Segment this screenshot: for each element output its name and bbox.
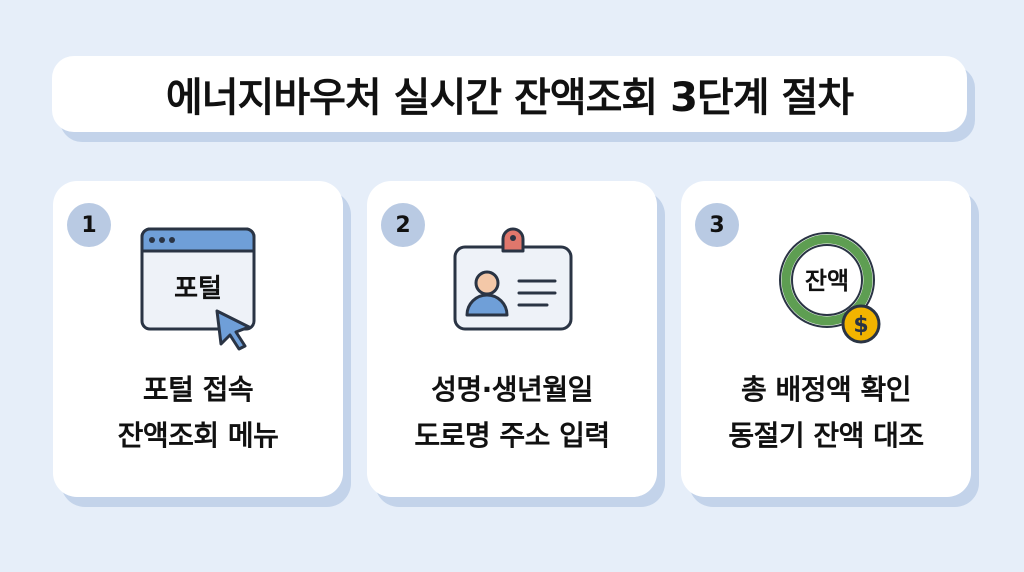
step-3-line-2: 동절기 잔액 대조 [728,419,924,452]
coin-icon [841,304,881,344]
cursor-icon [215,309,251,351]
balance-ring-coin-icon: 잔액 $ [779,232,881,344]
step-1-line-2: 잔액조회 메뉴 [117,419,279,452]
step-3-card: 3 잔액 $ 총 배정액 확인 동절기 잔액 대조 [681,181,971,497]
step-2-caption: 성명·생년월일 도로명 주소 입력 [367,367,657,459]
step-2-card: 2 성명·생년월일 도로명 주소 입력 [367,181,657,497]
step-1-line-1: 포털 접속 [142,373,254,406]
step-1-number-badge: 1 [67,203,111,247]
step-3-number-badge: 3 [695,203,739,247]
page-title: 에너지바우처 실시간 잔액조회 3단계 절차 [165,75,854,121]
step-1-caption: 포털 접속 잔액조회 메뉴 [53,367,343,459]
browser-window-label: 포털 [174,274,222,304]
balance-ring-label: 잔액 [805,267,849,295]
step-1-card: 1 포털 포털 접속 잔액조회 메뉴 [53,181,343,497]
step-2-line-2: 도로명 주소 입력 [414,419,610,452]
step-2-number-badge: 2 [381,203,425,247]
browser-window-cursor-icon: 포털 [140,227,256,351]
id-card-icon [453,227,573,331]
coin-symbol: $ [853,313,868,338]
title-banner: 에너지바우처 실시간 잔액조회 3단계 절차 [52,56,967,132]
step-3-line-1: 총 배정액 확인 [740,373,912,406]
step-2-line-1: 성명·생년월일 [431,373,593,406]
step-3-caption: 총 배정액 확인 동절기 잔액 대조 [681,367,971,459]
